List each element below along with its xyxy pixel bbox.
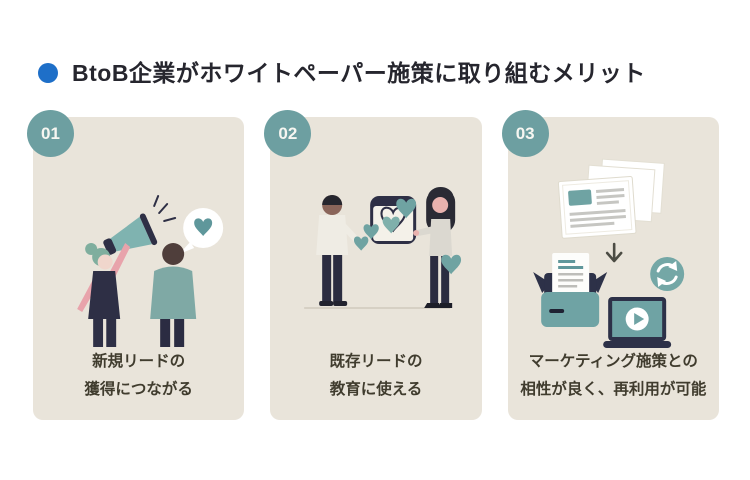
page-header: BtoB企業がホワイトペーパー施策に取り組むメリット [38, 59, 646, 87]
heart-icon [363, 224, 380, 240]
page-title: BtoB企業がホワイトペーパー施策に取り組むメリット [72, 60, 646, 86]
card-label: 既存リードの 教育に使える [329, 353, 423, 398]
benefit-card-1: 01 [27, 110, 245, 420]
down-arrow-icon [605, 242, 623, 263]
heart-icon [441, 254, 462, 275]
benefit-card-2: 02 [264, 110, 482, 420]
megaphone-icon [103, 213, 158, 255]
benefit-cards: 01 [27, 110, 719, 420]
man-figure [316, 195, 369, 306]
sharing-hearts-illustration [304, 187, 462, 309]
document-reuse-illustration [532, 158, 684, 348]
heart-icon [382, 216, 401, 234]
card-label: 新規リードの 獲得につながる [84, 353, 193, 398]
video-laptop-icon [602, 297, 671, 348]
sound-lines [153, 195, 177, 222]
woman-figure [413, 187, 462, 308]
picture-frame-icon [363, 196, 417, 244]
card-number-badge: 02 [264, 110, 312, 157]
speech-bubble-heart-icon [179, 208, 224, 254]
inbox-document-icon [532, 253, 607, 327]
card-number-badge: 01 [27, 110, 74, 157]
benefit-card-3: 03 [501, 110, 719, 420]
refresh-icon [649, 257, 684, 291]
card-number-badge: 03 [501, 110, 549, 157]
heart-icon [354, 236, 369, 251]
megaphone-announcement-illustration [77, 195, 224, 347]
man-figure [150, 243, 197, 347]
document-stack-icon [557, 158, 665, 239]
card-label: マーケティング施策との 相性が良く、再利用が可能 [520, 353, 707, 398]
blue-dot-icon [38, 63, 58, 83]
woman-figure [77, 243, 131, 347]
heart-icon [396, 198, 417, 219]
